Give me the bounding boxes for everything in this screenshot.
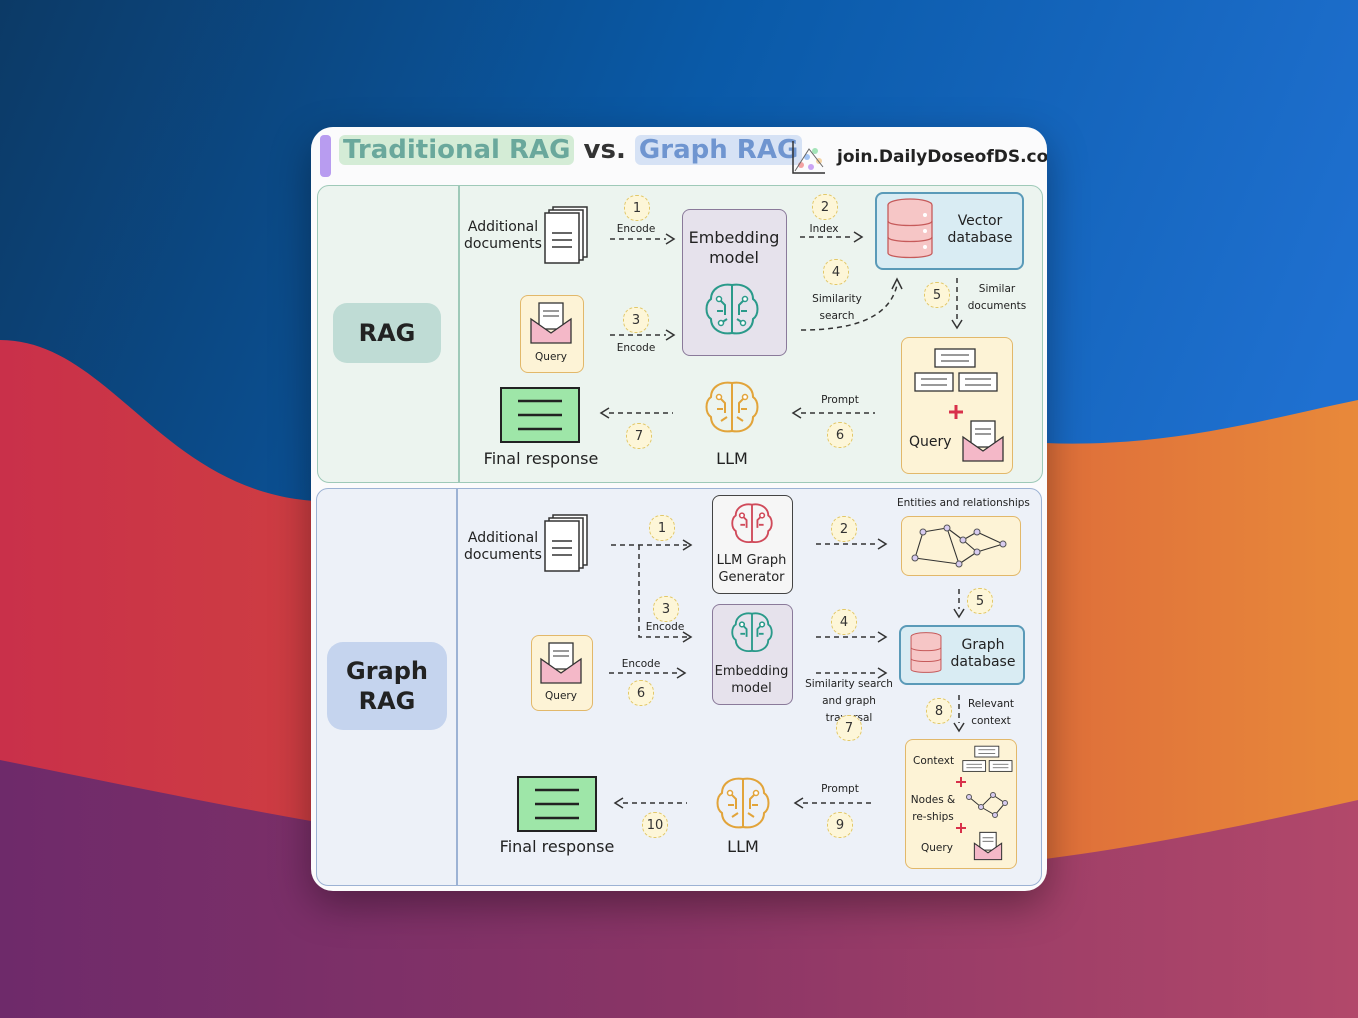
- graph-prompt-label: Prompt: [821, 783, 859, 795]
- brain-circuit-icon: [705, 283, 759, 335]
- rag-arrow-encode-query: [610, 329, 676, 341]
- graph-context-label: Context: [913, 755, 955, 767]
- rag-step-7: 7: [626, 423, 652, 449]
- graph-step-6: 6: [628, 680, 654, 706]
- graph-llm-label: LLM: [727, 837, 759, 856]
- plus-icon: [949, 405, 963, 419]
- graph-final-response-label: Final response: [499, 837, 615, 856]
- title-accent-bar: [320, 135, 331, 177]
- graph-arrow-to-entities: [816, 538, 888, 550]
- graph-step-10: 10: [642, 812, 668, 838]
- diagram-card: Traditional RAG vs. Graph RAG join.Daily…: [311, 127, 1047, 891]
- graph-encode-label-6: Encode: [621, 658, 661, 670]
- brand-url: join.DailyDoseofDS.com: [837, 147, 1047, 167]
- documents-icon: [544, 514, 588, 572]
- rag-step-3: 3: [623, 307, 649, 333]
- rag-step-2: 2: [812, 194, 838, 220]
- graph-step-8: 8: [926, 698, 952, 724]
- rag-additional-docs-label: Additional documents: [464, 219, 542, 252]
- graph-query-label: Query: [545, 690, 577, 702]
- llm-brain-icon: [716, 777, 770, 829]
- rag-step-1: 1: [624, 195, 650, 221]
- title-traditional-rag: Traditional RAG: [339, 135, 575, 165]
- brand-logo-icon: [792, 141, 825, 174]
- graph-step-7: 7: [836, 715, 862, 741]
- graph-nodes-icon: [966, 792, 1008, 818]
- graph-arrow-encode-query: [609, 667, 687, 679]
- rag-vector-db-label: Vector database: [947, 213, 1013, 246]
- rag-similarity-search-label: Similarity search: [812, 293, 862, 322]
- rag-embedding-model-box: [682, 209, 787, 356]
- documents-icon: [544, 206, 588, 264]
- llm-brain-icon: [705, 381, 759, 433]
- envelope-icon: [962, 420, 1004, 462]
- graph-step-9: 9: [827, 812, 853, 838]
- envelope-icon: [530, 302, 572, 344]
- final-response-icon: [517, 776, 597, 832]
- graph-step-2: 2: [831, 516, 857, 542]
- envelope-icon: [973, 831, 1003, 861]
- plus-icon: [956, 823, 966, 833]
- graph-step-5: 5: [967, 588, 993, 614]
- graph-arrow-prompt: [793, 797, 875, 809]
- brain-circuit-red-icon: [731, 503, 773, 544]
- rag-arrow-similarity: [800, 277, 903, 331]
- graph-step-1: 1: [649, 515, 675, 541]
- rag-arrow-encode-docs: [610, 233, 676, 245]
- rag-encode-label-3: Encode: [616, 342, 656, 354]
- rag-arrow-similar-docs: [951, 278, 963, 330]
- graph-badge: Graph RAG: [327, 642, 447, 730]
- context-docs-icon: [914, 348, 998, 392]
- rag-query-label: Query: [535, 351, 567, 363]
- rag-prompt-label: Prompt: [821, 394, 859, 406]
- graph-db-label: Graph database: [950, 637, 1016, 670]
- brain-circuit-icon: [731, 612, 773, 653]
- rag-context-query-label: Query: [909, 434, 952, 450]
- final-response-icon: [500, 387, 580, 443]
- entities-label: Entities and relationships: [897, 497, 1030, 509]
- rag-index-label: Index: [809, 223, 839, 235]
- graph-step-3: 3: [653, 596, 679, 622]
- rag-final-response-label: Final response: [483, 449, 599, 468]
- rag-encode-label-1: Encode: [616, 223, 656, 235]
- context-docs-icon: [962, 745, 1013, 772]
- llm-graph-generator-label: LLM Graph Generator: [716, 553, 787, 585]
- database-icon: [910, 632, 942, 673]
- rag-step-4: 4: [823, 259, 849, 285]
- rag-arrow-response: [599, 407, 673, 419]
- graph-arrow-traversal: [816, 667, 888, 679]
- title-vs: vs.: [583, 135, 626, 165]
- rag-llm-label: LLM: [716, 449, 748, 468]
- graph-step-4: 4: [831, 609, 857, 635]
- graph-embedding-model-label: Embedding model: [714, 664, 789, 696]
- graph-encode-label-3: Encode: [645, 621, 685, 633]
- rag-badge: RAG: [333, 303, 441, 363]
- graph-additional-docs-label: Additional documents: [464, 530, 542, 563]
- graph-arrow-embed-to-db: [816, 631, 888, 643]
- rag-divider: [458, 185, 460, 483]
- graph-context-query-label: Query: [921, 842, 953, 854]
- knowledge-graph-icon: [911, 524, 1007, 568]
- rag-step-6: 6: [827, 422, 853, 448]
- rag-arrow-prompt: [791, 407, 875, 419]
- graph-arrow-to-graphdb: [953, 589, 965, 619]
- graph-arrow-response: [613, 797, 687, 809]
- page-title: Traditional RAG vs. Graph RAG: [339, 135, 803, 165]
- graph-arrow-docs-fork: [611, 539, 693, 643]
- graph-arrow-relevant: [953, 695, 965, 733]
- rag-similar-docs-label: Similar documents: [967, 283, 1027, 312]
- database-icon: [887, 198, 933, 259]
- envelope-icon: [540, 642, 582, 684]
- graph-divider: [456, 488, 458, 886]
- plus-icon: [956, 777, 966, 787]
- graph-relevant-ctx-label: Relevant context: [967, 698, 1015, 727]
- title-graph-rag: Graph RAG: [634, 135, 803, 165]
- graph-nodes-label: Nodes & re-ships: [910, 794, 956, 823]
- rag-arrow-index: [800, 231, 864, 243]
- rag-embedding-model-label: Embedding model: [688, 228, 780, 267]
- rag-step-5: 5: [924, 282, 950, 308]
